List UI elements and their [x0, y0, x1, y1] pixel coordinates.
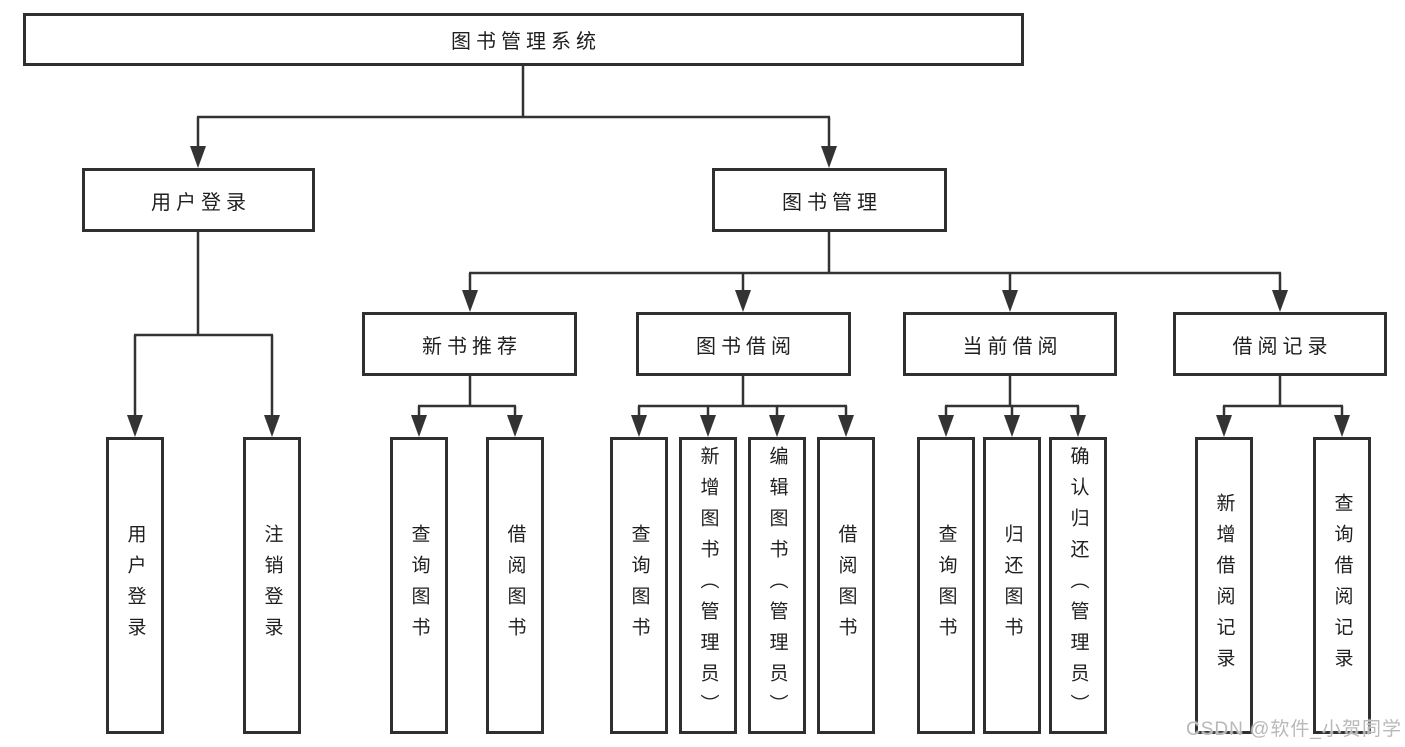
node-leaf-add-books-admin: 新增图书（管理员） — [679, 437, 737, 734]
node-user-login: 用户登录 — [82, 168, 315, 232]
node-leaf-return-books: 归还图书 — [983, 437, 1041, 734]
node-book-borrow: 图书借阅 — [636, 312, 851, 376]
node-leaf-user-login: 用户登录 — [106, 437, 164, 734]
node-leaf-query-books-current: 查询图书 — [917, 437, 975, 734]
node-new-book-recommend: 新书推荐 — [362, 312, 577, 376]
node-borrow-records: 借阅记录 — [1173, 312, 1387, 376]
node-leaf-borrow-books: 借阅图书 — [817, 437, 875, 734]
node-leaf-confirm-return-admin: 确认归还（管理员） — [1049, 437, 1107, 734]
node-leaf-query-books-recommend: 查询图书 — [390, 437, 448, 734]
node-leaf-logout: 注销登录 — [243, 437, 301, 734]
node-leaf-query-books-borrow: 查询图书 — [610, 437, 668, 734]
node-leaf-borrow-books-recommend: 借阅图书 — [486, 437, 544, 734]
node-current-borrow: 当前借阅 — [903, 312, 1117, 376]
node-leaf-query-borrow-record: 查询借阅记录 — [1313, 437, 1371, 734]
node-leaf-edit-books-admin: 编辑图书（管理员） — [748, 437, 806, 734]
node-book-management: 图书管理 — [712, 168, 947, 232]
watermark: CSDN @软件_小贺同学 — [1186, 719, 1402, 740]
node-library-system: 图书管理系统 — [23, 13, 1024, 66]
node-leaf-add-borrow-record: 新增借阅记录 — [1195, 437, 1253, 734]
